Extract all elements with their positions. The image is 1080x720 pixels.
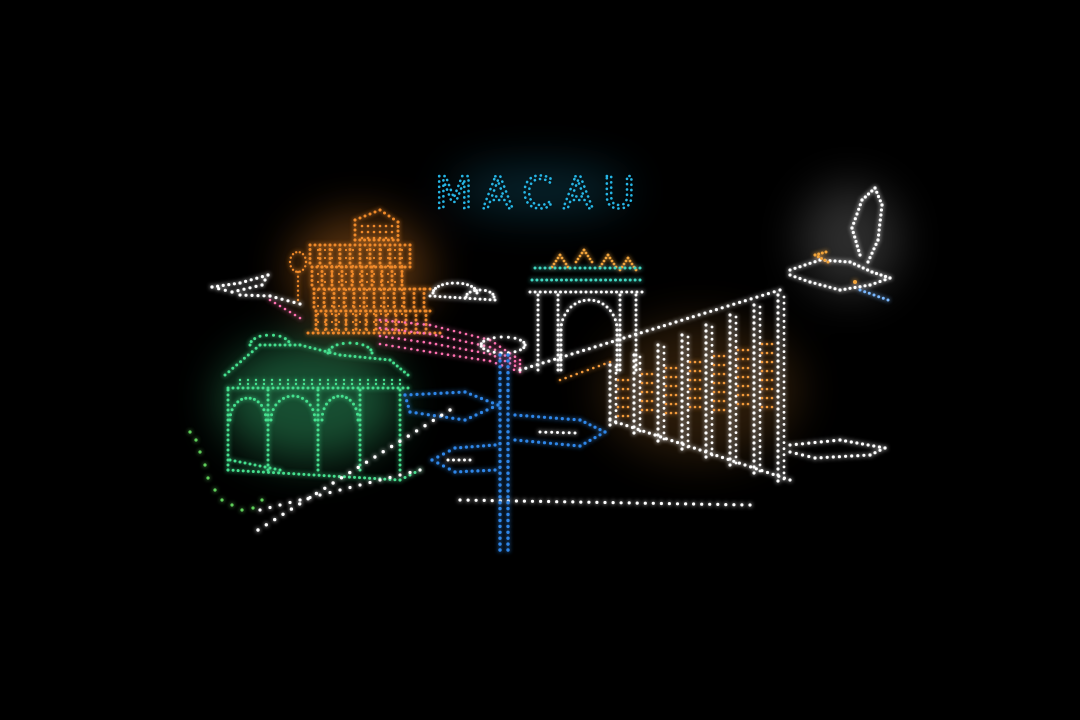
ruins-of-st-paul-icon	[288, 208, 442, 335]
ground-lines	[256, 408, 452, 532]
grass-sparkles	[188, 430, 264, 512]
signpost-icon	[403, 335, 607, 552]
gate-icon	[528, 248, 644, 372]
small-bird-icon	[210, 273, 302, 306]
show-title: MACAU	[435, 168, 645, 219]
cloud-icon	[428, 281, 497, 302]
bridge-icon	[458, 288, 887, 507]
bird-icon	[788, 186, 892, 302]
pavilion-icon	[223, 333, 422, 482]
